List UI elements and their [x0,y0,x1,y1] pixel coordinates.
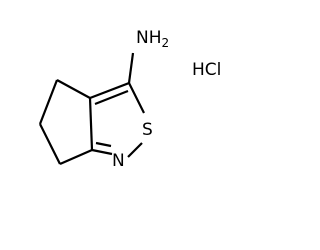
bond-c6a-c3a [88,97,94,151]
molecule-canvas: NH2 S N HCl [38,28,221,171]
bond-c3a-c4 [56,79,91,99]
bond-c4-c5 [38,79,59,125]
bond-c6-c6a [59,148,93,166]
bond-c3-s [128,82,145,114]
molecule-structure: NH2 S N HCl [38,28,221,171]
bond-c3-nh2 [127,52,135,84]
bond-c3a-c3 [89,81,130,100]
bond-n-c6a-double [95,141,112,148]
nitrogen-label: N [112,151,125,171]
salt-label: HCl [192,60,221,80]
sulfur-label: S [142,120,153,140]
amine-label: NH2 [136,28,169,50]
bond-n-c6a [91,148,113,156]
amine-label-main: NH [136,28,162,48]
bond-c5-c6 [39,123,61,165]
bond-c3a-c3-double [94,89,129,106]
amine-label-subscript: 2 [162,36,170,50]
bond-s-n [127,142,143,158]
